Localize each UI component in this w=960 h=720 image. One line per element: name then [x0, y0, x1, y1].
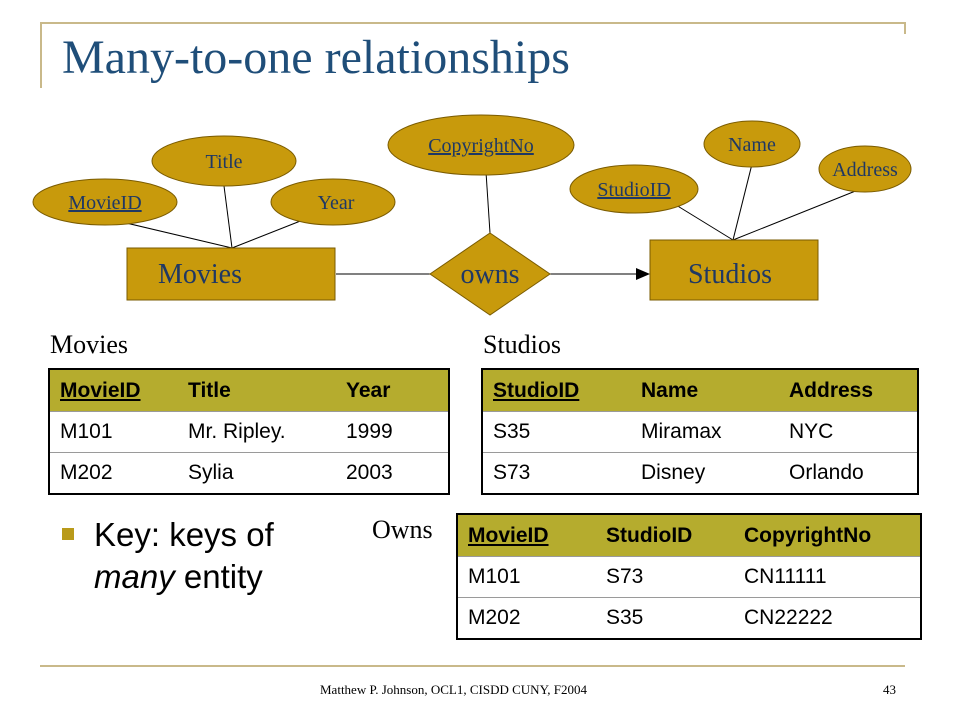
table-cell: S35 [482, 411, 631, 453]
table-cell: Orlando [779, 452, 918, 494]
attribute-studioid-label: StudioID [597, 179, 670, 201]
relationship-owns [429, 232, 551, 316]
table-cell: S73 [596, 556, 734, 598]
footer-credit: Matthew P. Johnson, OCL1, CISDD CUNY, F2… [320, 682, 588, 697]
attribute-copyrightno [387, 114, 575, 176]
column-header-movieid: MovieID [49, 369, 178, 412]
attribute-title-label: Title [205, 151, 242, 173]
column-header-address: Address [779, 369, 918, 412]
entity-movies-label: Movies [158, 259, 242, 290]
page-number: 43 [883, 682, 896, 697]
movies-table: MovieID Title Year M101 Mr. Ripley. 1999… [48, 368, 450, 495]
column-header-title: Title [178, 369, 336, 412]
table-cell: 1999 [336, 411, 449, 453]
table-row: M101 Mr. Ripley. 1999 [49, 411, 449, 453]
column-header-movieid: MovieID [457, 514, 596, 557]
key-bullet-suffix: entity [174, 558, 263, 595]
attribute-movieid-label: MovieID [68, 192, 141, 214]
connector-name [732, 163, 753, 241]
frame-right-line [904, 22, 906, 34]
frame-left-line [40, 22, 42, 88]
owns-table: MovieID StudioID CopyrightNo M101 S73 CN… [456, 513, 922, 640]
table-cell: NYC [779, 411, 918, 453]
attribute-year-label: Year [318, 192, 355, 214]
column-header-studioid: StudioID [482, 369, 631, 412]
arrow-head-icon [636, 268, 650, 280]
entity-studios-label: Studios [688, 259, 772, 290]
table-cell: 2003 [336, 452, 449, 494]
table-cell: S73 [482, 452, 631, 494]
connector-studioid [675, 204, 734, 241]
connector-year [231, 217, 309, 249]
table-cell: M101 [49, 411, 178, 453]
table-cell: M202 [49, 452, 178, 494]
table-row: M202 S35 CN22222 [457, 597, 921, 639]
table-header-row: MovieID Title Year [49, 369, 449, 412]
studios-table: StudioID Name Address S35 Miramax NYC S7… [481, 368, 919, 495]
er-diagram: Movies Studios owns MovieID Title Year C… [32, 114, 912, 316]
table-cell: S35 [596, 597, 734, 639]
attribute-name-label: Name [728, 134, 776, 156]
attribute-address [818, 145, 912, 193]
table-cell: M202 [457, 597, 596, 639]
relationship-owns-label: owns [460, 259, 519, 290]
movies-table-caption: Movies [50, 330, 128, 359]
connector-copyrightno [485, 171, 491, 234]
table-cell: CN22222 [734, 597, 921, 639]
table-row: S73 Disney Orlando [482, 452, 918, 494]
entity-studios [649, 239, 819, 301]
attribute-name [703, 120, 801, 168]
table-row: S35 Miramax NYC [482, 411, 918, 453]
square-bullet-icon [62, 528, 74, 540]
attribute-title [151, 135, 297, 187]
table-cell: Miramax [631, 411, 779, 453]
table-cell: M101 [457, 556, 596, 598]
column-header-copyrightno: CopyrightNo [734, 514, 921, 557]
table-cell: Sylia [178, 452, 336, 494]
key-bullet-prefix: Key: keys of [94, 516, 274, 553]
table-cell: CN11111 [734, 556, 921, 598]
entity-movies [126, 247, 336, 301]
key-bullet-text: Key: keys of many entity [94, 514, 342, 598]
attribute-movieid [32, 178, 178, 226]
column-header-year: Year [336, 369, 449, 412]
connector-address [732, 185, 869, 241]
connector-title [223, 185, 233, 249]
key-bullet-emphasis: many [94, 558, 175, 595]
table-header-row: MovieID StudioID CopyrightNo [457, 514, 921, 557]
attribute-address-label: Address [832, 159, 898, 181]
table-cell: Mr. Ripley. [178, 411, 336, 453]
attribute-studioid [569, 164, 699, 214]
table-row: M202 Sylia 2003 [49, 452, 449, 494]
frame-bottom-line [40, 665, 905, 667]
studios-table-caption: Studios [483, 330, 562, 359]
attribute-copyrightno-label: CopyrightNo [428, 135, 534, 157]
column-header-studioid: StudioID [596, 514, 734, 557]
frame-top-line [40, 22, 905, 24]
table-cell: Disney [631, 452, 779, 494]
table-header-row: StudioID Name Address [482, 369, 918, 412]
column-header-name: Name [631, 369, 779, 412]
attribute-year [270, 178, 396, 226]
slide-title: Many-to-one relationships [62, 31, 570, 84]
owns-table-caption: Owns [372, 515, 433, 544]
table-row: M101 S73 CN11111 [457, 556, 921, 598]
